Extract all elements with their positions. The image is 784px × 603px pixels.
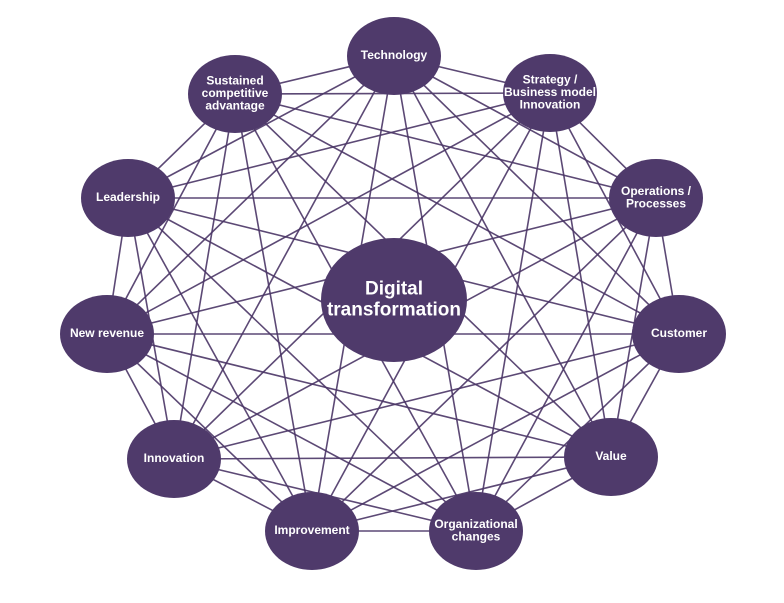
node-value-ellipse [564, 418, 658, 496]
link-new-revenue-sustained-competitive-advantage [106, 93, 236, 335]
node-center-label-line: transformation [327, 300, 461, 321]
link-customer-innovation [173, 333, 680, 460]
node-new-revenue: New revenue [60, 295, 154, 373]
node-organizational-changes-ellipse [429, 492, 523, 570]
node-new-revenue-label: New revenue [70, 326, 144, 340]
node-customer-ellipse [632, 295, 726, 373]
link-strategy-value [549, 92, 612, 458]
node-improvement-label-line: Improvement [274, 523, 349, 537]
link-technology-new-revenue [106, 55, 395, 335]
node-strategy-label-line: Strategy / [523, 73, 578, 87]
link-improvement-leadership [127, 197, 313, 532]
link-technology-innovation [173, 55, 395, 460]
node-new-revenue-label-line: New revenue [70, 326, 144, 340]
node-strategy-ellipse [503, 54, 597, 132]
link-organizational-changes-leadership [127, 197, 477, 532]
node-improvement-ellipse [265, 492, 359, 570]
node-technology-label: Technology [361, 48, 428, 62]
node-innovation: Innovation [127, 420, 221, 498]
node-organizational-changes-label-line: changes [452, 529, 501, 543]
node-operations-label: Operations /Processes [621, 184, 692, 211]
node-innovation-label: Innovation [144, 451, 205, 465]
link-customer-sustained-competitive-advantage [234, 93, 680, 335]
link-technology-customer [393, 55, 680, 335]
link-improvement-sustained-competitive-advantage [234, 93, 313, 532]
node-new-revenue-ellipse [60, 295, 154, 373]
node-leadership-label: Leadership [96, 190, 160, 204]
node-sustained-competitive-advantage-label-line: competitive [202, 86, 269, 100]
node-technology-label-line: Technology [361, 48, 428, 62]
node-customer-label-line: Customer [651, 326, 707, 340]
link-innovation-sustained-competitive-advantage [173, 93, 236, 460]
node-sustained-competitive-advantage-label-line: advantage [205, 99, 265, 113]
node-value-label: Value [595, 449, 627, 463]
node-customer: Customer [632, 295, 726, 373]
node-center-ellipse [321, 238, 467, 362]
node-technology-ellipse [347, 17, 441, 95]
node-customer-label: Customer [651, 326, 707, 340]
node-sustained-competitive-advantage-label-line: Sustained [206, 74, 263, 88]
link-operations-improvement [311, 197, 657, 532]
node-organizational-changes-label-line: Organizational [434, 517, 517, 531]
node-technology: Technology [347, 17, 441, 95]
node-operations-label-line: Operations / [621, 184, 692, 198]
node-improvement-label: Improvement [274, 523, 349, 537]
node-value-label-line: Value [595, 449, 627, 463]
link-organizational-changes-new-revenue [106, 333, 477, 532]
link-operations-organizational-changes [475, 197, 657, 532]
node-innovation-ellipse [127, 420, 221, 498]
link-operations-sustained-competitive-advantage [234, 93, 657, 199]
link-improvement-new-revenue [106, 333, 313, 532]
node-operations-ellipse [609, 159, 703, 237]
node-leadership-ellipse [81, 159, 175, 237]
link-technology-leadership [127, 55, 395, 199]
node-improvement: Improvement [265, 492, 359, 570]
node-value: Value [564, 418, 658, 496]
node-operations: Operations /Processes [609, 159, 703, 237]
link-technology-operations [393, 55, 657, 199]
node-strategy-label-line: Innovation [520, 98, 581, 112]
node-center-label-line: Digital [365, 279, 423, 300]
link-strategy-leadership [127, 92, 551, 199]
node-leadership-label-line: Leadership [96, 190, 160, 204]
link-customer-improvement [311, 333, 680, 532]
node-operations-label-line: Processes [626, 196, 686, 210]
node-strategy-label-line: Business model [504, 85, 596, 99]
node-leadership: Leadership [81, 159, 175, 237]
node-innovation-label-line: Innovation [144, 451, 205, 465]
link-value-innovation [173, 456, 612, 460]
node-sustained-competitive-advantage-ellipse [188, 55, 282, 133]
